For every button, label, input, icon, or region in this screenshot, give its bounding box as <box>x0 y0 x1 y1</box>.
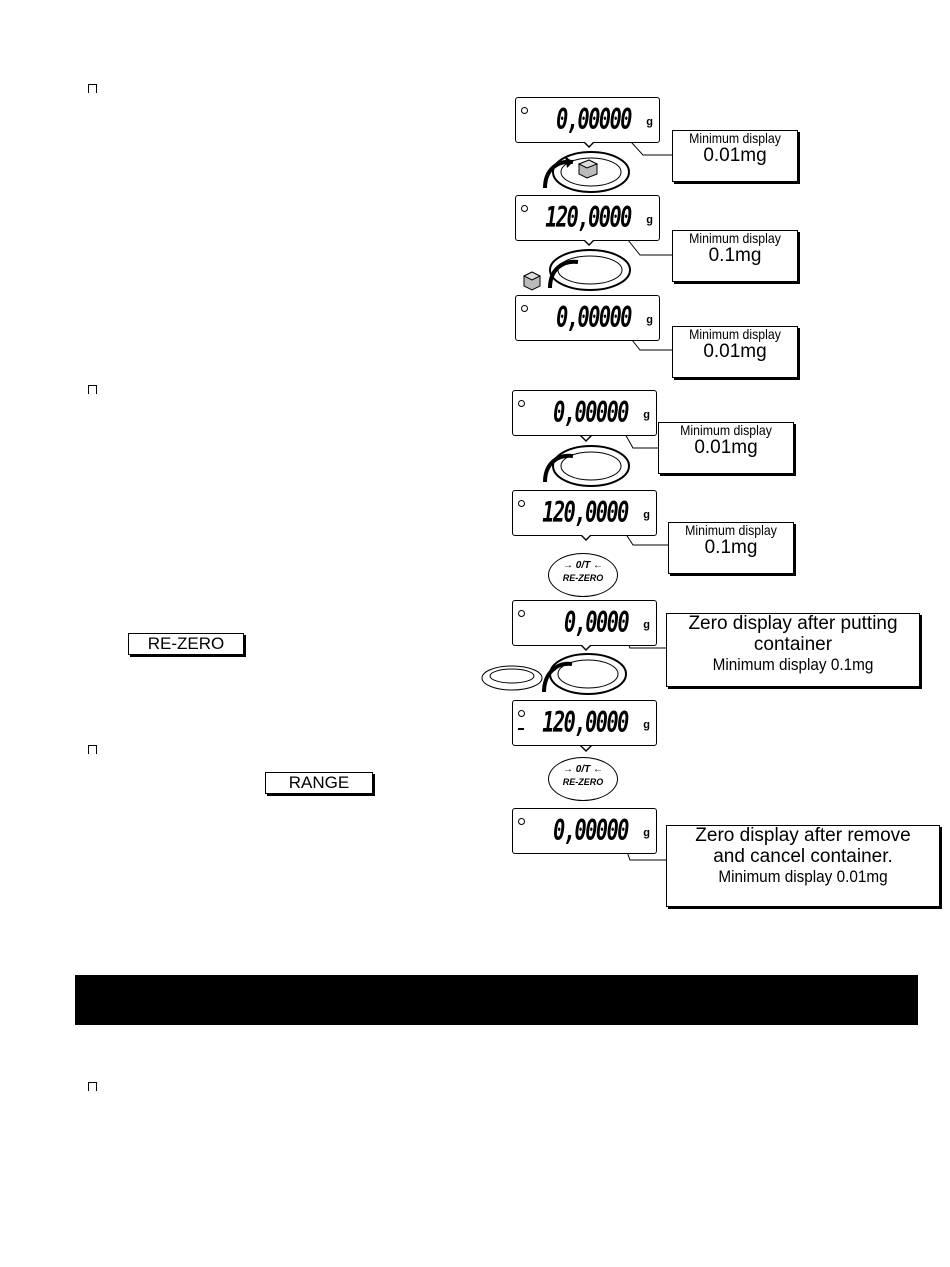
display-unit: g <box>646 214 653 226</box>
down-arrow-icon <box>580 645 592 651</box>
callout-label: Minimum display <box>689 326 781 342</box>
rezero-button[interactable]: → 0/T ← RE-ZERO <box>548 757 618 801</box>
callout-min-display-1: Minimum display 0.01mg <box>672 130 798 182</box>
callout-value: 0.1mg <box>708 245 762 267</box>
display-value: 0,00000 <box>553 396 629 429</box>
callout-zero-after-container: Zero display after putting container Min… <box>666 613 920 687</box>
lcd-display-2: 120,0000 g <box>515 195 660 241</box>
display-value: 120,0000 <box>542 496 629 529</box>
callout-label: Minimum display <box>689 130 781 146</box>
display-unit: g <box>646 116 653 128</box>
stability-dot <box>518 500 525 507</box>
bullet-checkbox-1 <box>88 84 97 93</box>
display-unit: g <box>643 827 650 839</box>
callout-min-display-5: Minimum display 0.1mg <box>668 522 794 574</box>
section-header-bar <box>75 975 918 1025</box>
display-unit: g <box>643 619 650 631</box>
callout-value: 0.01mg <box>703 341 767 363</box>
callout-line: and cancel container. <box>713 845 893 867</box>
down-arrow-icon <box>580 535 592 541</box>
callout-value: 0.01mg <box>703 145 767 167</box>
lcd-display-4: 0,00000 g <box>512 390 657 436</box>
callout-min-display-3: Minimum display 0.01mg <box>672 326 798 378</box>
callout-min-display-2: Minimum display 0.1mg <box>672 230 798 282</box>
callout-line: Minimum display 0.1mg <box>712 654 874 674</box>
lcd-display-8: 0,00000 g <box>512 808 657 854</box>
down-arrow-icon <box>583 240 595 246</box>
pan-with-weight-icon <box>543 151 630 193</box>
stability-dot <box>518 400 525 407</box>
pan-with-container-icon <box>481 653 627 695</box>
display-unit: g <box>643 409 650 421</box>
rezero-button-label: RE-ZERO <box>562 573 604 583</box>
bullet-checkbox-4 <box>88 1082 97 1091</box>
down-arrow-icon <box>583 142 595 148</box>
stability-dot <box>518 818 525 825</box>
stability-dot <box>521 107 528 114</box>
rezero-symbol: → 0/T ← <box>562 764 603 775</box>
stability-dot <box>518 710 525 717</box>
lcd-display-3: 0,00000 g <box>515 295 660 341</box>
display-unit: g <box>643 719 650 731</box>
callout-label: Minimum display <box>689 230 781 246</box>
display-value: 0,0000 <box>563 606 630 639</box>
display-unit: g <box>646 314 653 326</box>
pan-remove-weight-icon <box>522 249 631 291</box>
rezero-symbol: → 0/T ← <box>562 560 603 571</box>
display-value: 120,0000 <box>542 706 629 739</box>
lcd-display-7: 120,0000 g <box>512 700 657 746</box>
display-unit: g <box>643 509 650 521</box>
bullet-checkbox-2 <box>88 385 97 394</box>
lcd-display-6: 0,0000 g <box>512 600 657 646</box>
stability-dot <box>521 305 528 312</box>
callout-line: Zero display after remove <box>695 825 911 846</box>
down-arrow-icon <box>580 746 592 752</box>
callout-label: Minimum display <box>680 422 772 438</box>
display-value: 0,00000 <box>556 301 632 334</box>
callout-min-display-4: Minimum display 0.01mg <box>658 422 794 474</box>
display-value: 0,00000 <box>556 103 632 136</box>
down-arrow-icon <box>580 436 592 442</box>
callout-line: Zero display after putting <box>688 613 898 634</box>
display-value: 120,0000 <box>545 201 632 234</box>
callout-label: Minimum display <box>685 522 777 538</box>
display-value: 0,00000 <box>553 814 629 847</box>
lcd-display-1: 0,00000 g <box>515 97 660 143</box>
callout-value: 0.01mg <box>694 437 758 459</box>
rezero-key-label: RE-ZERO <box>128 633 244 655</box>
rezero-button[interactable]: → 0/T ← RE-ZERO <box>548 553 618 597</box>
bullet-checkbox-3 <box>88 745 97 754</box>
callout-line: Minimum display 0.01mg <box>718 866 888 886</box>
lcd-display-5: 120,0000 g <box>512 490 657 536</box>
callout-value: 0.1mg <box>704 537 758 559</box>
callout-zero-after-remove: Zero display after remove and cancel con… <box>666 825 940 907</box>
stability-dot <box>518 610 525 617</box>
stability-dot <box>521 205 528 212</box>
rezero-button-label: RE-ZERO <box>562 777 604 787</box>
minus-sign <box>518 728 524 730</box>
callout-line: container <box>753 633 833 655</box>
range-key-label: RANGE <box>265 772 373 794</box>
pan-empty-icon <box>543 445 630 487</box>
